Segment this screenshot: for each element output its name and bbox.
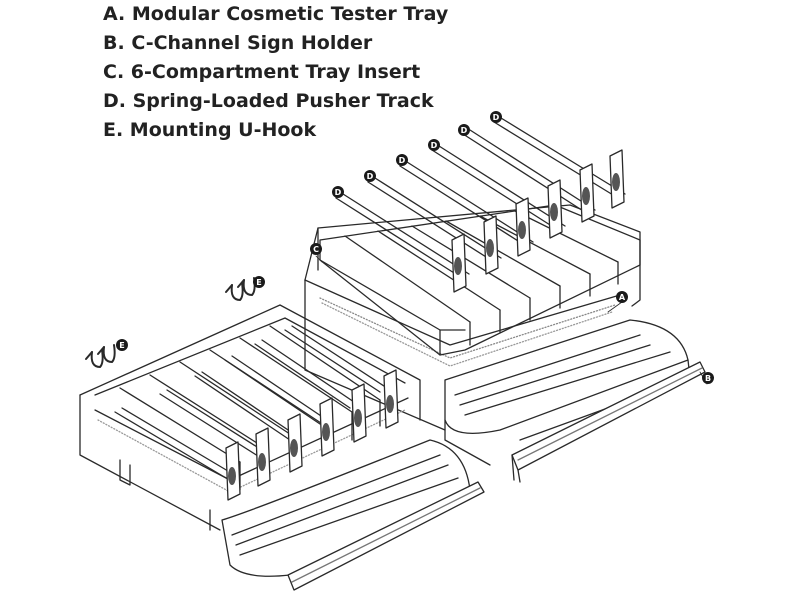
legend-item-a: A. Modular Cosmetic Tester Tray [103,3,449,25]
callout-d-1: D [332,186,344,198]
callout-c: C [310,243,322,255]
callout-d-3: D [396,154,408,166]
front-tester-tray [79,304,471,577]
legend-item-c: C. 6-Compartment Tray Insert [103,61,421,83]
svg-text:D: D [431,141,438,150]
svg-text:D: D [367,172,374,181]
legend-item-d: D. Spring-Loaded Pusher Track [103,90,434,112]
compartment-insert [319,204,641,356]
back-sign-holder [511,361,706,483]
callout-a: A [616,291,628,303]
callout-d-6: D [490,111,502,123]
callout-d-4: D [428,139,440,151]
svg-text:D: D [461,126,468,135]
front-sign-holder [287,481,485,591]
svg-text:A: A [619,293,626,302]
svg-text:E: E [256,278,261,287]
legend-item-b: B. C-Channel Sign Holder [103,32,373,54]
front-pusher-tracks [114,325,399,501]
parts-legend: A. Modular Cosmetic Tester Tray B. C-Cha… [103,0,448,145]
callout-d-5: D [458,124,470,136]
svg-text:D: D [493,113,500,122]
callout-e-1: E [253,276,265,288]
callout-e-2: E [116,339,128,351]
svg-text:D: D [335,188,342,197]
svg-text:D: D [399,156,406,165]
back-pusher-tracks [335,117,626,293]
front-compartment-insert [94,317,406,491]
callout-b: B [702,372,714,384]
back-tester-tray [304,204,691,466]
svg-text:C: C [313,245,319,254]
callout-d-2: D [364,170,376,182]
svg-text:B: B [705,374,711,383]
leader-lines [315,255,708,385]
legend-item-e: E. Mounting U-Hook [103,119,317,141]
svg-text:E: E [119,341,124,350]
